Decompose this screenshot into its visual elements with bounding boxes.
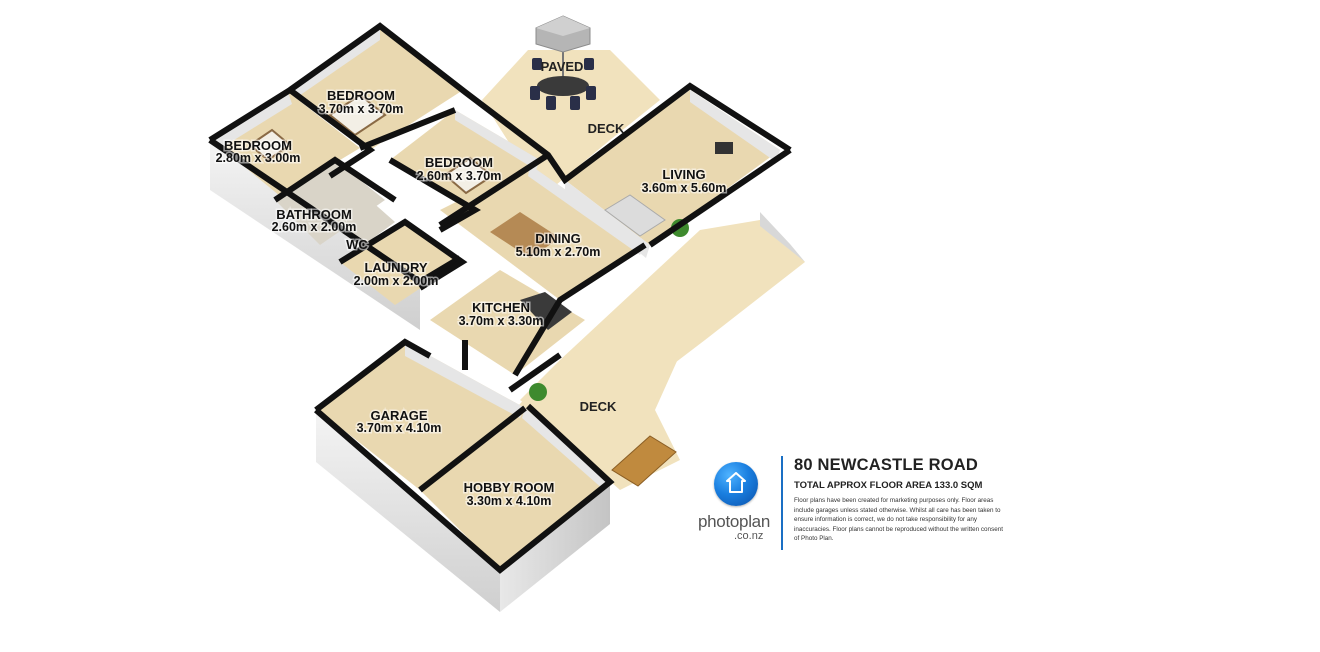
plant-icon <box>529 383 547 401</box>
dining-table-icon <box>490 212 560 258</box>
room-label-wc: WC <box>345 236 370 254</box>
svg-text:BEDROOM: BEDROOM <box>425 155 493 170</box>
room-label-bathroom: BATHROOM 2.60m x 2.00m <box>270 206 358 236</box>
disclaimer-text: Floor plans have been created for market… <box>794 497 1003 543</box>
outdoor-bench-icon <box>611 435 677 487</box>
svg-text:2.80m x 3.00m: 2.80m x 3.00m <box>216 151 301 165</box>
room-label-dining: DINING 5.10m x 2.70m <box>514 230 602 261</box>
room-label-bedroom-mid: BEDROOM 2.60m x 3.70m <box>415 154 503 185</box>
svg-text:3.70m x 3.30m: 3.70m x 3.30m <box>459 314 544 328</box>
svg-text:KITCHEN: KITCHEN <box>472 300 530 315</box>
svg-text:3.30m x 4.10m: 3.30m x 4.10m <box>467 494 552 508</box>
room-label-hobby-room: HOBBY ROOM 3.30m x 4.10m <box>462 479 556 510</box>
svg-text:LAUNDRY: LAUNDRY <box>364 260 427 275</box>
kitchen-bench-icon <box>520 292 572 330</box>
deck-label-upper: DECK <box>588 121 625 136</box>
info-divider <box>781 456 783 550</box>
sofa-icon <box>604 194 666 237</box>
interior-wall-faces <box>212 28 780 490</box>
property-address: 80 NEWCASTLE ROAD <box>794 456 978 474</box>
svg-text:2.60m x 3.70m: 2.60m x 3.70m <box>417 169 502 183</box>
house-icon <box>714 462 758 506</box>
room-label-laundry: LAUNDRY 2.00m x 2.00m <box>352 259 440 290</box>
deck-label-lower: DECK <box>580 399 617 414</box>
wall-tops <box>208 22 792 574</box>
svg-text:3.70m x 3.70m: 3.70m x 3.70m <box>319 102 404 116</box>
floor-bathroom <box>275 160 385 245</box>
svg-text:2.60m x 2.00m: 2.60m x 2.00m <box>272 220 357 234</box>
floor-kitchen <box>430 270 585 375</box>
svg-text:HOBBY ROOM: HOBBY ROOM <box>464 480 555 495</box>
room-label-garage: GARAGE 3.70m x 4.10m <box>355 407 443 437</box>
svg-text:BATHROOM: BATHROOM <box>276 207 352 222</box>
svg-text:3.70m x 4.10m: 3.70m x 4.10m <box>357 421 442 435</box>
tv-icon <box>715 142 733 154</box>
bed-icon <box>443 156 494 195</box>
logo-domain: .co.nz <box>734 530 764 542</box>
logo-wordmark: photoplan <box>698 512 770 531</box>
room-label-bedroom-left: BEDROOM 2.80m x 3.00m <box>214 137 302 167</box>
bed-icon <box>248 128 292 162</box>
furniture <box>248 93 733 487</box>
paved-label: PAVED <box>541 59 584 74</box>
room-label-kitchen: KITCHEN 3.70m x 3.30m <box>457 299 545 330</box>
floor-garage <box>318 342 525 490</box>
svg-text:GARAGE: GARAGE <box>370 408 427 423</box>
svg-text:3.60m x 5.60m: 3.60m x 5.60m <box>642 181 727 195</box>
svg-text:DINING: DINING <box>535 231 581 246</box>
svg-text:BEDROOM: BEDROOM <box>327 88 395 103</box>
bed-icon <box>328 93 387 137</box>
svg-text:5.10m x 2.70m: 5.10m x 2.70m <box>516 245 601 259</box>
info-panel: photoplan .co.nz 80 NEWCASTLE ROAD TOTAL… <box>698 456 1018 556</box>
photoplan-logo[interactable]: photoplan .co.nz <box>698 462 780 554</box>
patio-umbrella-icon <box>530 15 596 110</box>
svg-text:2.00m x 2.00m: 2.00m x 2.00m <box>354 274 439 288</box>
room-label-bedroom-top: BEDROOM 3.70m x 3.70m <box>317 87 405 118</box>
svg-text:LIVING: LIVING <box>662 167 705 182</box>
total-floor-area: TOTAL APPROX FLOOR AREA 133.0 SQM <box>794 480 983 491</box>
room-label-living: LIVING 3.60m x 5.60m <box>640 166 728 197</box>
svg-text:WC: WC <box>346 237 368 252</box>
svg-text:BEDROOM: BEDROOM <box>224 138 292 153</box>
